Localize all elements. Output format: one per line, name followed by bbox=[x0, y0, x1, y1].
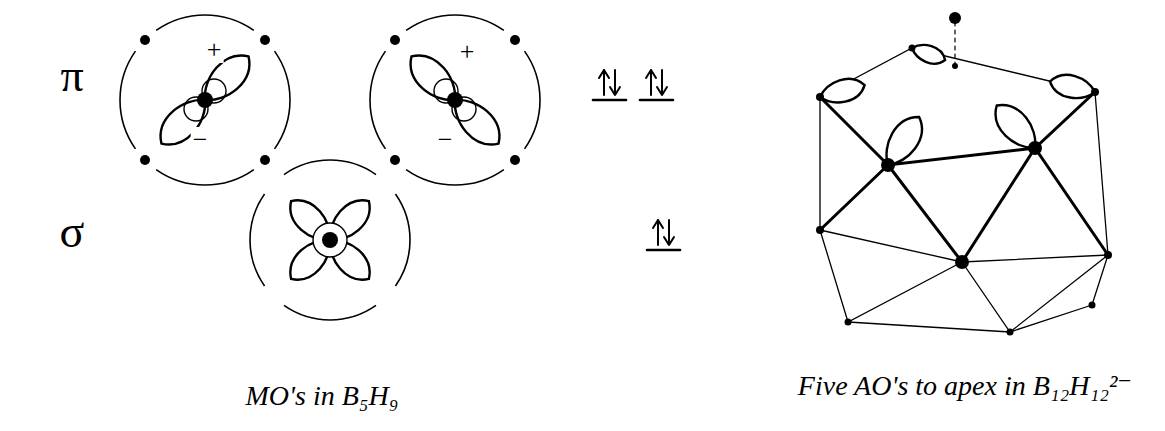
atomic-orbital bbox=[876, 110, 930, 173]
boron-atom bbox=[955, 255, 969, 269]
boron-atom bbox=[1089, 302, 1096, 309]
orbital-symbol: σ bbox=[58, 209, 87, 255]
energy-level bbox=[640, 99, 673, 102]
electron-down bbox=[657, 70, 667, 95]
orbital-symbol: π bbox=[58, 53, 85, 99]
orbital-lobe bbox=[282, 192, 340, 250]
boron-atom bbox=[260, 35, 270, 45]
phase-sign: + bbox=[205, 37, 224, 63]
boron-atom bbox=[881, 158, 895, 172]
boron-atom bbox=[909, 45, 916, 52]
electron-down bbox=[610, 70, 620, 95]
boron-atom bbox=[260, 155, 270, 165]
phase-sign: − bbox=[191, 127, 210, 153]
pi-orbital-2 bbox=[370, 15, 540, 185]
boron-atom bbox=[140, 155, 150, 165]
boron-atom bbox=[510, 155, 520, 165]
hydrogen-atom bbox=[949, 12, 961, 24]
boron-atom bbox=[447, 92, 463, 108]
energy-levels bbox=[593, 70, 680, 250]
boron-atom bbox=[1007, 329, 1014, 336]
icosahedron-fragment bbox=[816, 12, 1112, 336]
atomic-orbital bbox=[817, 74, 867, 107]
phase-sign: + bbox=[458, 39, 477, 65]
orbital-lobe bbox=[282, 231, 340, 289]
orbital-lobe bbox=[321, 231, 379, 289]
pi-orbital-1 bbox=[120, 15, 290, 185]
phase-sign: − bbox=[436, 127, 455, 153]
electron-down bbox=[664, 220, 674, 245]
orbital-lobe bbox=[151, 90, 215, 154]
boron-atom bbox=[140, 35, 150, 45]
boron-atom bbox=[197, 92, 213, 108]
apex-boron bbox=[952, 63, 958, 69]
atomic-orbital bbox=[987, 96, 1046, 157]
boron-atom bbox=[510, 35, 520, 45]
boron-atom bbox=[816, 93, 824, 101]
boron-atom bbox=[390, 35, 400, 45]
electron-up bbox=[599, 70, 609, 95]
s-orbital bbox=[313, 223, 347, 257]
boron-atom bbox=[390, 155, 400, 165]
apex-bond-axis bbox=[954, 18, 955, 66]
cage-edges-front bbox=[820, 92, 1108, 262]
atomic-orbital bbox=[1047, 71, 1097, 103]
orbital-lobe bbox=[401, 46, 465, 110]
boron-atom bbox=[322, 232, 338, 248]
boron-atom bbox=[1091, 88, 1099, 96]
boron-atom bbox=[816, 226, 824, 234]
electron-up bbox=[653, 220, 663, 245]
cage-edge bbox=[820, 92, 1108, 262]
energy-level bbox=[647, 249, 680, 252]
boundary-arc bbox=[120, 15, 290, 185]
cage-edge bbox=[820, 92, 1095, 165]
boundary-arc bbox=[370, 15, 540, 185]
boron-atom bbox=[1104, 251, 1112, 259]
orbital-lobe bbox=[321, 192, 379, 250]
boron-atom bbox=[1028, 141, 1042, 155]
cage-edge bbox=[820, 230, 1108, 332]
boundary-arc bbox=[250, 160, 410, 320]
caption: Five AO's to apex in B₁₂H₁₂²⁻ bbox=[796, 372, 1134, 400]
caption: MO's in B₅H₉ bbox=[243, 382, 400, 410]
boron-atom bbox=[845, 319, 852, 326]
sigma-orbital bbox=[250, 160, 410, 320]
atomic-orbital bbox=[909, 40, 948, 68]
energy-level bbox=[593, 99, 626, 102]
electron-up bbox=[646, 70, 656, 95]
cage-edge bbox=[820, 148, 1108, 262]
